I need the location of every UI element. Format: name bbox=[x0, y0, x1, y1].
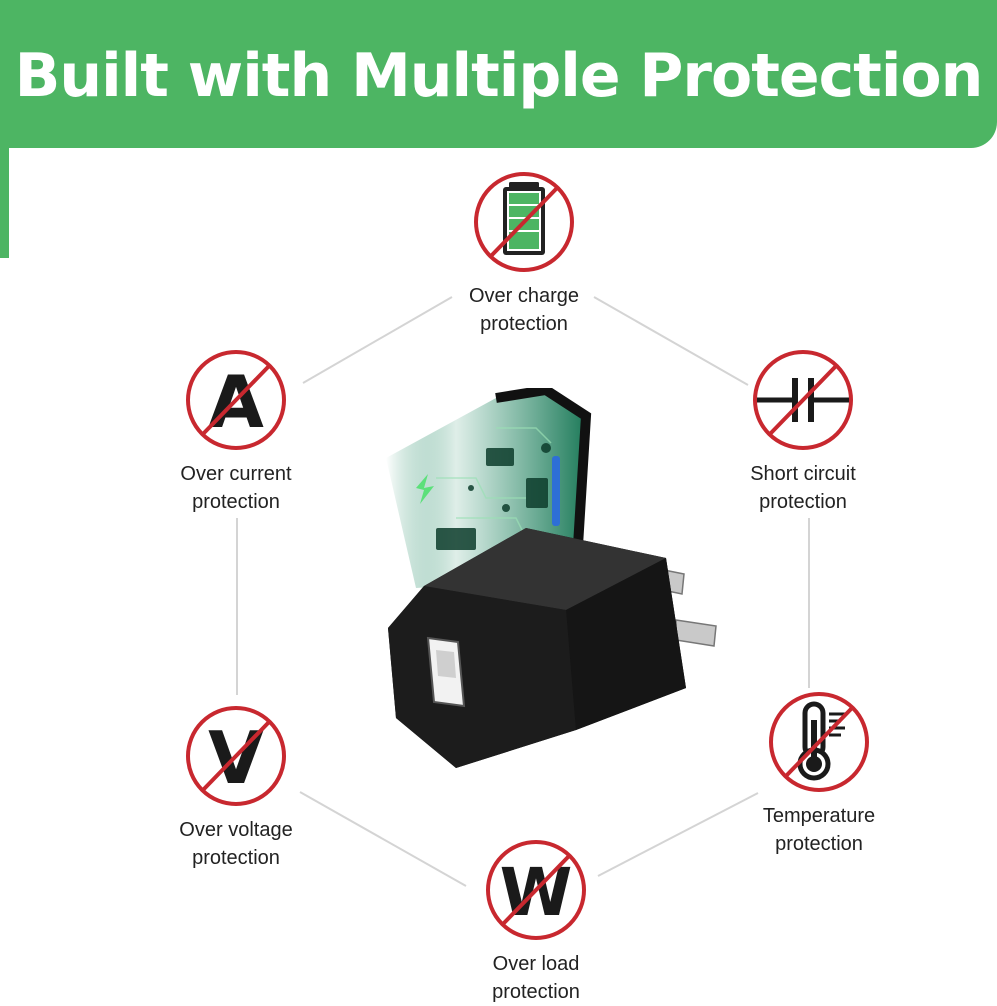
thermometer-icon bbox=[769, 692, 869, 792]
feature-label-line2: protection bbox=[192, 491, 280, 513]
banner-accent-strip bbox=[0, 140, 9, 258]
feature-label-line1: Over load bbox=[492, 953, 580, 975]
connector-line bbox=[302, 296, 453, 384]
feature-temperature: Temperature protection bbox=[714, 690, 924, 858]
feature-label-line1: Over charge bbox=[468, 285, 580, 307]
watt-icon: W bbox=[486, 840, 586, 940]
connector-line bbox=[593, 296, 749, 386]
feature-label: Temperature protection bbox=[714, 802, 924, 858]
feature-label: Over charge protection bbox=[419, 282, 629, 338]
feature-label-line1: Temperature bbox=[762, 805, 876, 827]
connector-line bbox=[597, 792, 759, 877]
page-title: Built with Multiple Protection bbox=[14, 41, 984, 111]
feature-label: Over load protection bbox=[431, 950, 641, 1006]
feature-label: Over current protection bbox=[131, 460, 341, 516]
feature-over-charge: Over charge protection bbox=[419, 170, 629, 338]
feature-label: Short circuit protection bbox=[698, 460, 908, 516]
feature-short-circuit: Short circuit protection bbox=[698, 348, 908, 516]
feature-over-current: A Over current protection bbox=[131, 348, 341, 516]
feature-label-line2: protection bbox=[759, 491, 847, 513]
title-banner bbox=[0, 0, 997, 148]
feature-label: Over voltage protection bbox=[131, 816, 341, 872]
feature-label-line1: Short circuit bbox=[750, 463, 856, 485]
feature-over-voltage: V Over voltage protection bbox=[131, 704, 341, 872]
feature-label-line2: protection bbox=[492, 981, 580, 1003]
feature-label-line1: Over voltage bbox=[179, 819, 293, 841]
usb-wall-charger-image bbox=[386, 388, 717, 768]
feature-label-line2: protection bbox=[480, 313, 568, 335]
capacitor-icon bbox=[753, 350, 853, 450]
feature-over-load: W Over load protection bbox=[431, 838, 641, 1006]
battery-icon bbox=[474, 172, 574, 272]
connector-line bbox=[299, 791, 467, 887]
feature-label-line2: protection bbox=[192, 847, 280, 869]
ampere-icon: A bbox=[186, 350, 286, 450]
volt-icon: V bbox=[186, 706, 286, 806]
feature-label-line1: Over current bbox=[180, 463, 292, 485]
feature-label-line2: protection bbox=[775, 833, 863, 855]
